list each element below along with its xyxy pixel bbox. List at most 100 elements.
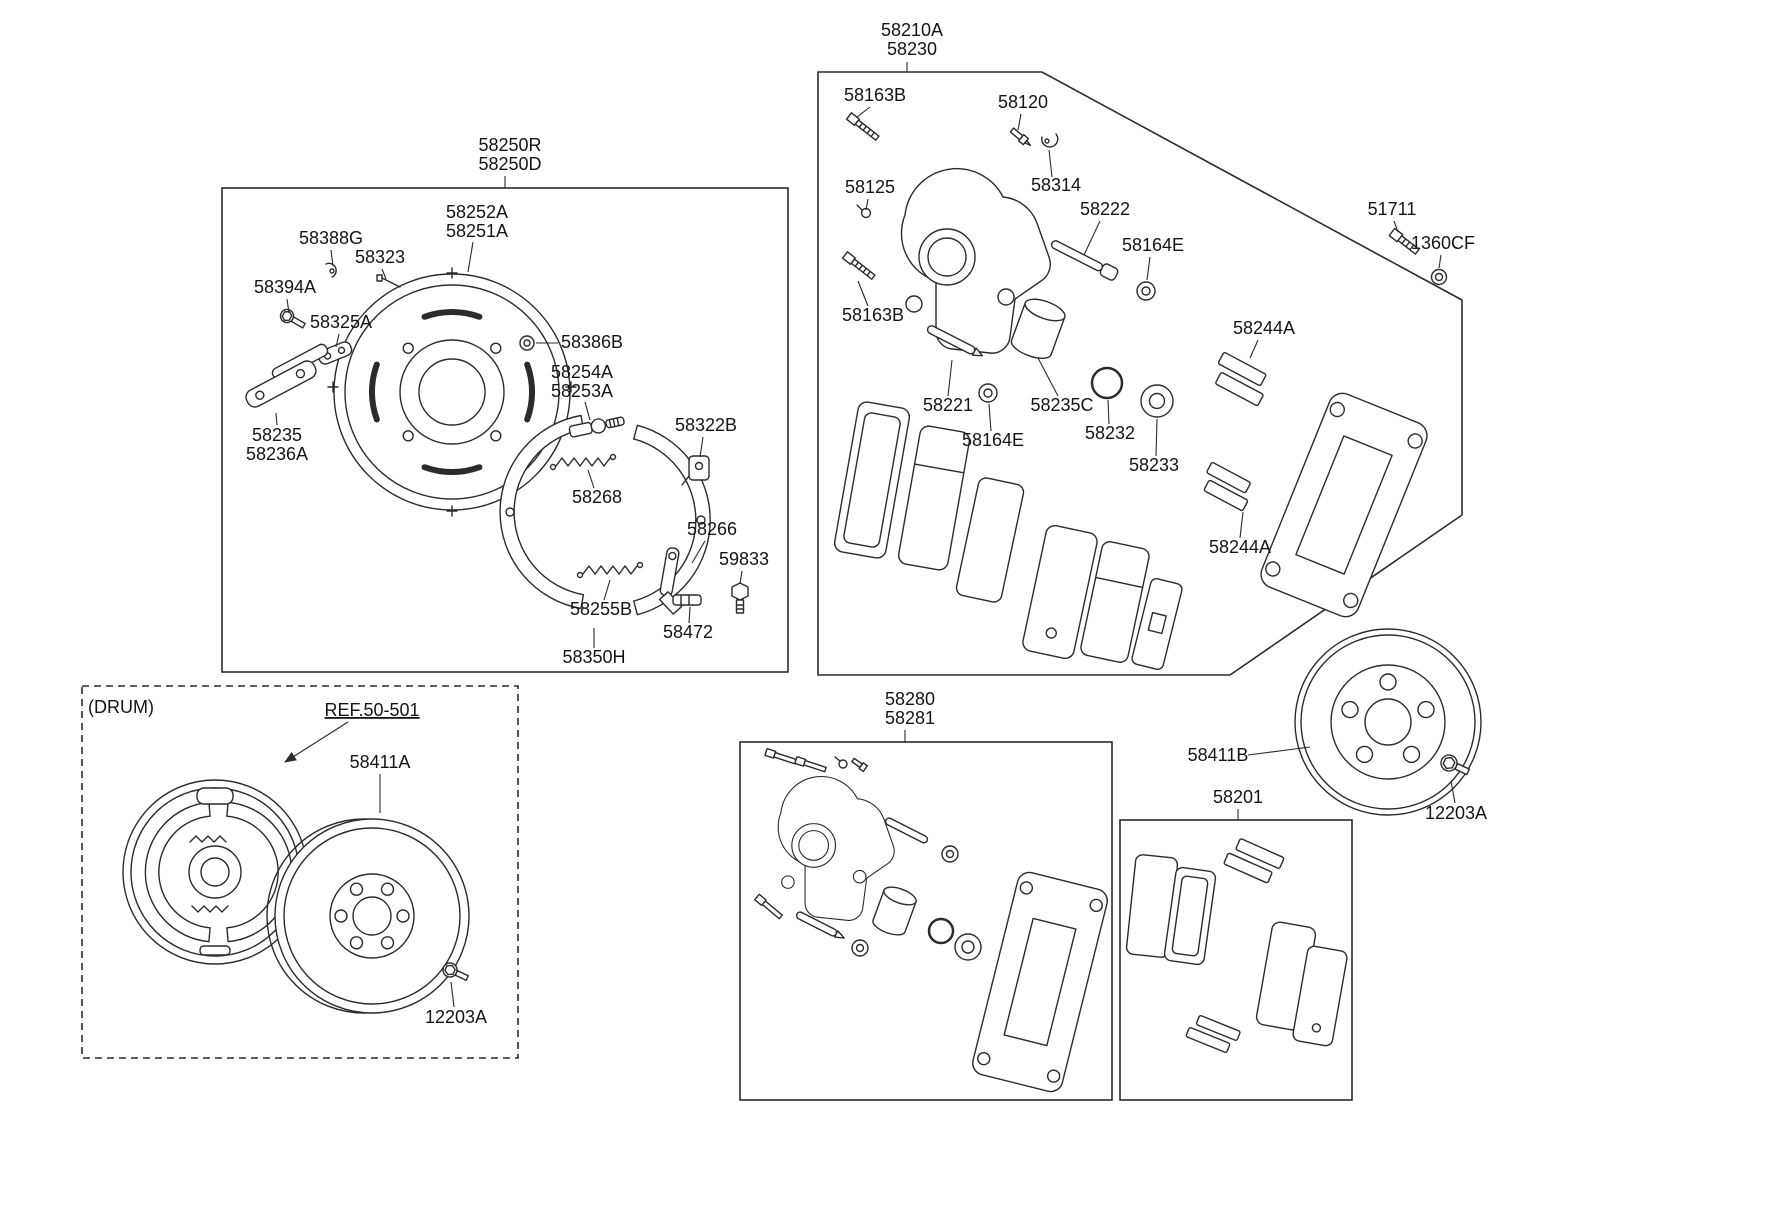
part-padkit-clips-bottom	[1185, 1014, 1241, 1053]
box-pad-kit-58201	[1119, 819, 1353, 1101]
leader-bolt-58394A	[286, 298, 290, 314]
part-label-drum-58411A: 58411A	[350, 752, 411, 772]
part-caliper2-seal	[927, 917, 955, 945]
leader-plate-58252A	[467, 241, 474, 273]
part-caliper2-bushing-lower	[851, 939, 869, 957]
part-caliper2-boot	[954, 933, 982, 961]
part-label-bolt-58394A: 58394A	[254, 277, 316, 297]
part-label-bolt-12203A-drum: 12203A	[425, 1007, 487, 1027]
leader-rod-58222	[1083, 220, 1101, 256]
part-pad-outer-1	[1022, 524, 1098, 660]
part-label-clip-58388G: 58388G	[299, 228, 363, 248]
part-bolt-51711	[1388, 227, 1420, 255]
leader-rod-58221	[947, 359, 953, 397]
part-nut-58386B	[519, 335, 535, 351]
leader-bush-58164E-lower	[988, 403, 992, 432]
part-label-bolt-59833: 59833	[719, 549, 769, 569]
enclosure-boxes	[81, 71, 1463, 1101]
part-bushing-58164E-lower	[978, 383, 998, 403]
leader-bolt-59833	[739, 570, 743, 585]
part-guide-rod-58222	[1050, 240, 1119, 281]
part-label-shim-58244A-upper: 58244A	[1233, 318, 1295, 338]
part-caliper2-bushing-upper	[941, 845, 959, 863]
leader-lever-58266	[691, 540, 706, 564]
part-caliper2-body	[777, 776, 895, 921]
part-label-bush-58164E-upper: 58164E	[1122, 235, 1184, 255]
part-clip-58388G	[325, 262, 337, 278]
part-piston-58235C	[1010, 298, 1066, 360]
leader-adjuster-58254A	[584, 401, 591, 421]
part-label-clip-58314: 58314	[1031, 175, 1081, 195]
box-drum-variant	[81, 685, 519, 1059]
part-pad-shims-58244A-upper	[1215, 352, 1267, 407]
part-clip-58125	[856, 204, 872, 219]
part-bolt-58394A	[279, 308, 306, 329]
part-brake-shoes-58350H	[499, 414, 711, 616]
leader-bracket-58235	[275, 412, 278, 426]
leader-shim-58244A-lower	[1239, 511, 1244, 539]
part-label-rod-58222: 58222	[1080, 199, 1130, 219]
leader-bush-58164E-upper	[1146, 256, 1151, 281]
leader-strut-58472	[688, 606, 691, 624]
part-label-boot-58233: 58233	[1129, 455, 1179, 475]
part-seal-58232	[1090, 366, 1124, 400]
part-pad-shim-plate	[1131, 578, 1183, 670]
leader-clip-58322B	[699, 436, 704, 458]
part-padkit-clips-top	[1223, 838, 1285, 884]
part-label-piston-58235C: 58235C	[1030, 395, 1093, 415]
part-label-bolt-12203A-rotor: 12203A	[1425, 803, 1487, 823]
part-pad-inner-2	[897, 425, 971, 571]
part-caliper2-rod-lower	[795, 911, 845, 939]
part-clip-58322B	[681, 455, 710, 486]
leader-rotor-58411B	[1247, 746, 1311, 756]
part-washer-1360CF	[1430, 268, 1448, 286]
leader-boot-58233	[1155, 418, 1158, 457]
part-clip-58314	[1041, 133, 1059, 148]
part-label-shoes-58350H: 58350H	[562, 647, 625, 667]
part-bolt-12203A-rotor	[1440, 754, 1471, 776]
part-label-spring-58268: 58268	[572, 487, 622, 507]
part-caliper2-clip	[834, 756, 848, 769]
part-guide-rod-58221	[926, 325, 984, 357]
part-pad-outer-2	[1080, 541, 1150, 663]
part-label-bleeder-58120: 58120	[998, 92, 1048, 112]
part-label-seal-58232: 58232	[1085, 423, 1135, 443]
part-lever-58266	[658, 547, 683, 615]
part-caliper2-bleeder	[851, 757, 868, 773]
part-caliper-body	[900, 167, 1051, 354]
part-lever-58325A	[317, 341, 353, 365]
part-label-bush-58164E-lower: 58164E	[962, 430, 1024, 450]
part-boot-58233	[1140, 384, 1174, 418]
part-label-clip-58322B: 58322B	[675, 415, 737, 435]
part-adjuster-58254A	[568, 416, 625, 438]
exploded-parts-drawing	[122, 112, 1482, 1093]
part-label-rod-58221: 58221	[923, 395, 973, 415]
part-label-lever-58266: 58266	[687, 519, 737, 539]
leader-spring-58255B	[603, 579, 611, 601]
part-label-lever-58325A: 58325A	[310, 312, 372, 332]
part-caliper2-carrier	[972, 871, 1108, 1093]
part-caliper2-bolt-1	[764, 747, 797, 765]
leader-spring-58268	[587, 469, 595, 489]
part-label-washer-1360CF: 1360CF	[1411, 233, 1475, 253]
part-label-bolt-51711: 51711	[1368, 199, 1417, 219]
part-padkit-pad-4	[1292, 945, 1348, 1047]
part-rotor-58411B	[1294, 628, 1482, 816]
part-carrier-bracket	[1260, 392, 1428, 618]
leader-clip-58314	[1048, 149, 1053, 178]
part-padkit-pad-2	[1163, 866, 1217, 966]
part-label-bolt-58163B-upper: 58163B	[844, 85, 906, 105]
leader-bolt-58163B-lower	[857, 280, 869, 307]
part-label-shim-58244A-lower: 58244A	[1209, 537, 1271, 557]
part-spring-58255B	[576, 561, 644, 579]
part-backing-plate	[327, 267, 577, 517]
part-strut-58472	[672, 594, 702, 606]
leader-bolt-12203A-drum	[450, 981, 455, 1008]
leader-piston-58235C	[1037, 357, 1059, 397]
part-caliper2-rod-upper	[884, 817, 929, 844]
